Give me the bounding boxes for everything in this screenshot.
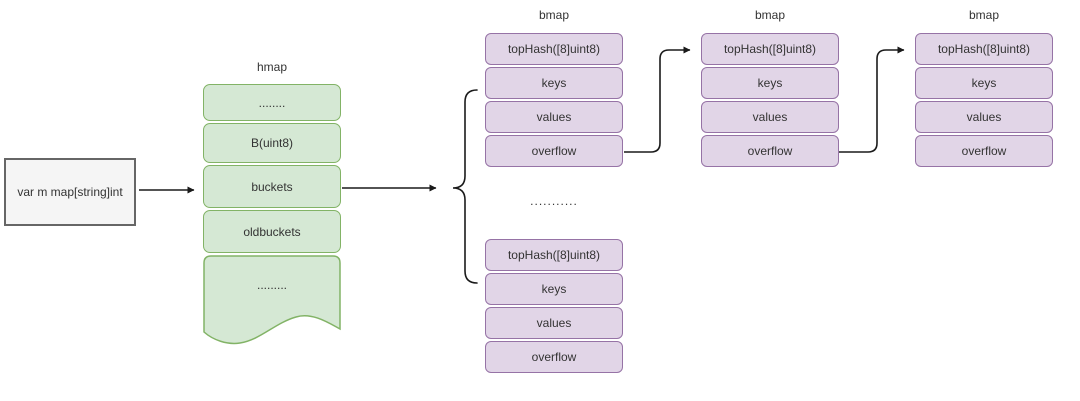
bmap-title-1: bmap — [538, 8, 570, 22]
hmap-row-dots: ........ — [203, 84, 341, 121]
bmap-row-values: values — [485, 101, 623, 133]
bmap-row-overflow: overflow — [485, 341, 623, 373]
hmap-row-buckets: buckets — [203, 165, 341, 208]
bmap-stack-4: topHash([8]uint8) keys values overflow — [915, 33, 1053, 167]
curly-brace — [452, 89, 478, 284]
bmap-row-keys: keys — [485, 273, 623, 305]
bmap-title-3: bmap — [968, 8, 1000, 22]
bmap-row-keys: keys — [915, 67, 1053, 99]
bmap-row-tophash: topHash([8]uint8) — [485, 239, 623, 271]
hmap-tail-dots: ......... — [256, 278, 287, 292]
bmap-row-keys: keys — [701, 67, 839, 99]
var-declaration-box: var m map[string]int — [4, 158, 136, 226]
hmap-row-buckets-label: buckets — [251, 179, 293, 194]
hmap-row-dots-label: ........ — [258, 95, 286, 110]
bmap-row-tophash: topHash([8]uint8) — [915, 33, 1053, 65]
bmap-row-overflow: overflow — [915, 135, 1053, 167]
bmap-row-tophash: topHash([8]uint8) — [701, 33, 839, 65]
arrow-overflow1-to-bmap2 — [624, 46, 691, 153]
hmap-row-oldbuckets: oldbuckets — [203, 210, 341, 253]
hmap-title: hmap — [256, 60, 288, 74]
hmap-tail-wavy-box — [203, 255, 341, 345]
hmap-row-b-uint8: B(uint8) — [203, 123, 341, 163]
bmap-row-values: values — [701, 101, 839, 133]
bmap-stack-1: topHash([8]uint8) keys values overflow — [485, 33, 623, 167]
bucket-list-ellipsis: ........... — [530, 194, 578, 208]
bmap-title-2: bmap — [754, 8, 786, 22]
hmap-row-b-uint8-label: B(uint8) — [250, 136, 294, 150]
bmap-row-values: values — [915, 101, 1053, 133]
bmap-row-values: values — [485, 307, 623, 339]
arrow-overflow2-to-bmap3 — [839, 46, 905, 153]
bmap-stack-2: topHash([8]uint8) keys values overflow — [485, 239, 623, 373]
bmap-row-overflow: overflow — [701, 135, 839, 167]
bmap-row-overflow: overflow — [485, 135, 623, 167]
bmap-row-keys: keys — [485, 67, 623, 99]
var-declaration-label: var m map[string]int — [17, 185, 123, 199]
bmap-row-tophash: topHash([8]uint8) — [485, 33, 623, 65]
hmap-row-oldbuckets-label: oldbuckets — [243, 224, 301, 239]
bmap-stack-3: topHash([8]uint8) keys values overflow — [701, 33, 839, 167]
